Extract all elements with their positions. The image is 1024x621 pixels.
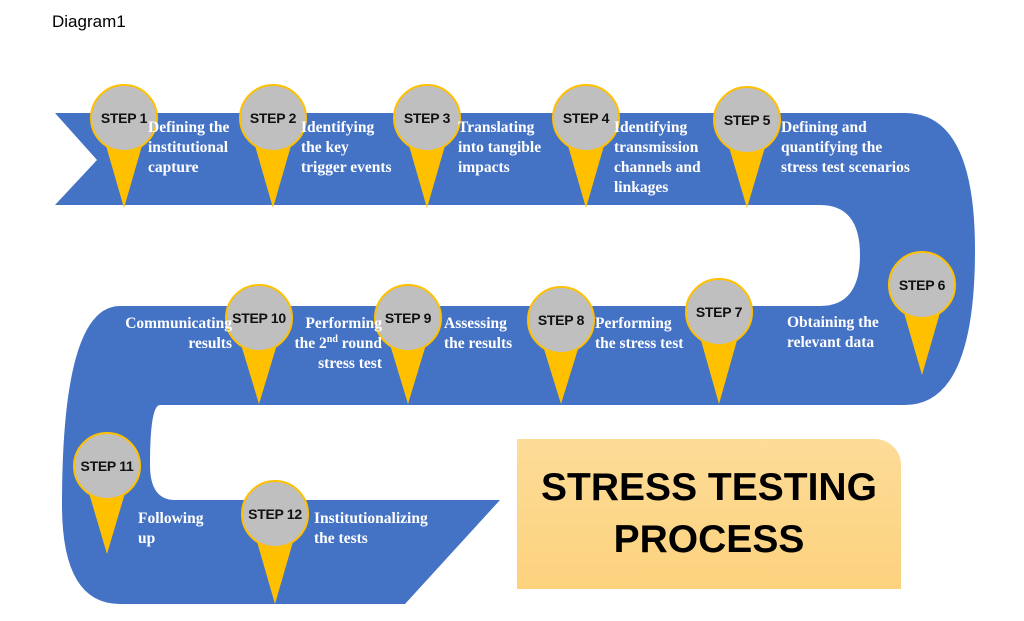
label-line: results xyxy=(188,335,232,352)
label-line: the tests xyxy=(314,530,368,547)
title-line-2: PROCESS xyxy=(613,518,805,561)
label-line: the 2nd round xyxy=(294,333,382,352)
label-line: channels and xyxy=(614,159,701,176)
label-line: up xyxy=(138,530,156,547)
step-8-label: Assessing the results xyxy=(444,314,512,354)
label-line: Performing xyxy=(595,315,672,332)
title-line-1: STRESS TESTING xyxy=(541,466,877,509)
step-1-badge: STEP 1 xyxy=(90,84,158,152)
step-5-badge: STEP 5 xyxy=(713,86,781,154)
label-line: Institutionalizing xyxy=(314,510,428,527)
label-line: capture xyxy=(148,159,199,176)
step-10-label: Communicating results xyxy=(104,314,232,354)
label-line: Defining the xyxy=(148,119,230,136)
step-4-label: Identifying transmission channels and li… xyxy=(614,118,701,198)
step-7-badge: STEP 7 xyxy=(685,278,753,346)
step-12-label: Institutionalizing the tests xyxy=(314,509,428,549)
step-7-label: Performing the stress test xyxy=(595,314,683,354)
step-6-label: Obtaining the relevant data xyxy=(787,313,879,353)
label-line: into tangible xyxy=(458,139,542,156)
label-line: the key xyxy=(301,139,349,156)
label-line: quantifying the xyxy=(781,139,883,156)
diagram-caption: Diagram1 xyxy=(52,12,126,31)
step-9-label: Performing the 2nd round stress test xyxy=(288,314,382,374)
step-6-badge: STEP 6 xyxy=(888,251,956,319)
step-4-badge: STEP 4 xyxy=(552,84,620,152)
label-line: transmission xyxy=(614,139,699,156)
step-8-badge: STEP 8 xyxy=(527,286,595,354)
label-line: Obtaining the xyxy=(787,314,879,331)
band-shape xyxy=(55,113,975,604)
label-line: the results xyxy=(444,335,513,352)
step-1-label: Defining the institutional capture xyxy=(148,118,229,178)
label-line: the stress test xyxy=(595,335,684,352)
step-3-badge: STEP 3 xyxy=(393,84,461,152)
step-9-badge: STEP 9 xyxy=(374,284,442,352)
label-line: institutional xyxy=(148,139,229,156)
step-3-label: Translating into tangible impacts xyxy=(458,118,541,178)
label-line: Translating xyxy=(458,119,535,136)
label-line: stress test scenarios xyxy=(781,159,910,176)
step-2-label: Identifying the key trigger events xyxy=(301,118,392,178)
step-11-badge: STEP 11 xyxy=(73,432,141,500)
process-title-box: STRESS TESTING PROCESS xyxy=(517,439,901,589)
label-line: Defining and xyxy=(781,119,867,136)
step-5-label: Defining and quantifying the stress test… xyxy=(781,118,910,178)
label-line: Identifying xyxy=(614,119,688,136)
label-line: stress test xyxy=(318,355,382,372)
label-line: linkages xyxy=(614,179,669,196)
step-10-badge: STEP 10 xyxy=(225,284,293,352)
label-line: relevant data xyxy=(787,334,875,351)
label-line: Identifying xyxy=(301,119,375,136)
label-line: Communicating xyxy=(125,315,232,332)
label-line: impacts xyxy=(458,159,510,176)
label-line: Following xyxy=(138,510,204,527)
label-line: Assessing xyxy=(444,315,507,332)
step-12-badge: STEP 12 xyxy=(241,480,309,548)
label-line: trigger events xyxy=(301,159,392,176)
step-2-badge: STEP 2 xyxy=(239,84,307,152)
label-line: Performing xyxy=(305,315,382,332)
step-11-label: Following up xyxy=(138,509,203,549)
